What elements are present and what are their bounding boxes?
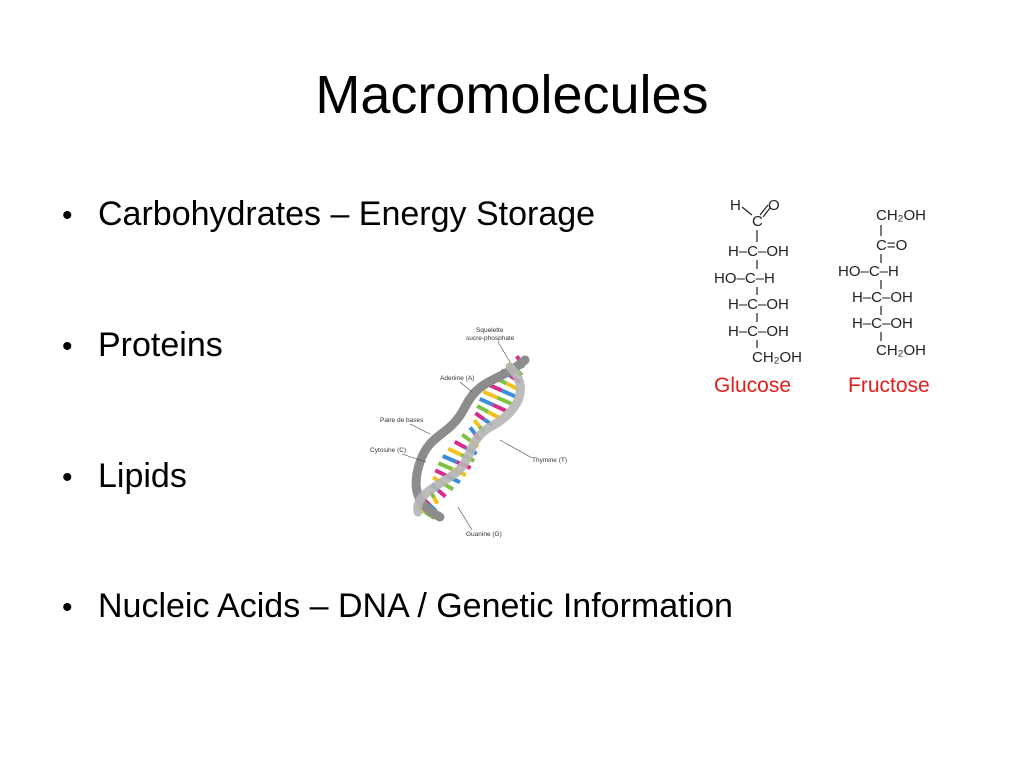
bullet-lipids: • Lipids — [62, 455, 187, 499]
fructose-row-1: HO–C–H — [838, 263, 899, 280]
dna-base-rung — [476, 404, 490, 414]
glucose-c1: C — [752, 213, 763, 230]
fructose-row-3: H–C–OH — [852, 315, 913, 332]
bullet-text: Carbohydrates – Energy Storage — [98, 195, 596, 233]
glucose-aldehyde-h: H — [730, 197, 741, 214]
dna-helix-image: Squelette sucre-phosphate Adenine (A) Pa… — [370, 327, 567, 538]
bullet-glyph: • — [62, 199, 73, 232]
dna-base-rung — [472, 419, 481, 428]
dna-label-guanine: Guanine (G) — [466, 531, 502, 538]
dna-label-backbone-1: Squelette — [476, 327, 504, 334]
dna-label-backbone-2: sucre-phosphate — [466, 335, 515, 342]
bullet-text: Proteins — [98, 326, 223, 364]
glucose-aldehyde-o: O — [768, 197, 780, 214]
fructose-bottom: CH₂OH — [876, 342, 926, 359]
glucose-structure: H O C H–C–OH HO–C–H H–C–OH H–C–OH CH₂OH — [714, 197, 802, 366]
fructose-row-2: H–C–OH — [852, 289, 913, 306]
fructose-top: CH₂OH — [876, 207, 926, 224]
slide-title: Macromolecules — [315, 65, 709, 125]
dna-base-rung — [437, 489, 447, 499]
bullet-proteins: • Proteins — [62, 324, 223, 368]
dna-label-cytosine: Cytosine (C) — [370, 447, 406, 454]
bullet-glyph: • — [62, 461, 73, 494]
glucose-bonds — [741, 204, 771, 348]
dna-label-adenine: Adenine (A) — [440, 375, 474, 382]
glucose-row-1: H–C–OH — [728, 243, 789, 260]
bullet-nucleic-acids: • Nucleic Acids – DNA / Genetic Informati… — [62, 585, 733, 629]
dna-base-rung — [492, 403, 507, 413]
glucose-row-4: H–C–OH — [728, 323, 789, 340]
bullet-glyph: • — [62, 330, 73, 363]
dna-base-rung — [482, 389, 499, 400]
dna-base-rung — [496, 395, 513, 406]
glucose-label: Glucose — [714, 374, 791, 397]
bullet-glyph: • — [62, 591, 73, 624]
glucose-ch2oh: CH₂OH — [752, 349, 802, 366]
dna-base-rung — [474, 411, 485, 421]
fructose-structure: CH₂OH C=O HO–C–H H–C–OH H–C–OH CH₂OH — [838, 207, 926, 359]
dna-base-rung — [432, 496, 440, 505]
glucose-row-2: HO–C–H — [714, 270, 775, 287]
dna-base-rung — [441, 454, 458, 464]
dna-base-rung — [453, 439, 467, 450]
fructose-label: Fructose — [848, 374, 930, 397]
dna-label-leaders — [401, 341, 533, 531]
dna-base-rung — [437, 461, 453, 471]
dna-base-rung — [478, 397, 494, 407]
dna-base-rung — [501, 388, 517, 399]
glucose-row-3: H–C–OH — [728, 296, 789, 313]
dna-base-rung — [487, 410, 501, 420]
dna-label-thymine: Thymine (T) — [532, 457, 567, 464]
dna-label-base-pair: Paire de bases — [380, 417, 424, 424]
dna-labels: Squelette sucre-phosphate Adenine (A) Pa… — [370, 327, 567, 538]
fructose-ketone: C=O — [876, 237, 907, 254]
dna-base-rung — [460, 432, 472, 443]
bullet-text: Nucleic Acids – DNA / Genetic Informatio… — [98, 587, 733, 625]
bullet-carbohydrates: • Carbohydrates – Energy Storage — [62, 193, 595, 237]
dna-base-rung — [447, 447, 463, 457]
dna-base-rung — [468, 426, 477, 435]
sugar-structures-image: H O C H–C–OH HO–C–H H–C–OH H–C–OH CH₂OH … — [714, 197, 930, 397]
bullet-text: Lipids — [98, 457, 187, 495]
dna-backbone-strand-2 — [413, 362, 525, 517]
